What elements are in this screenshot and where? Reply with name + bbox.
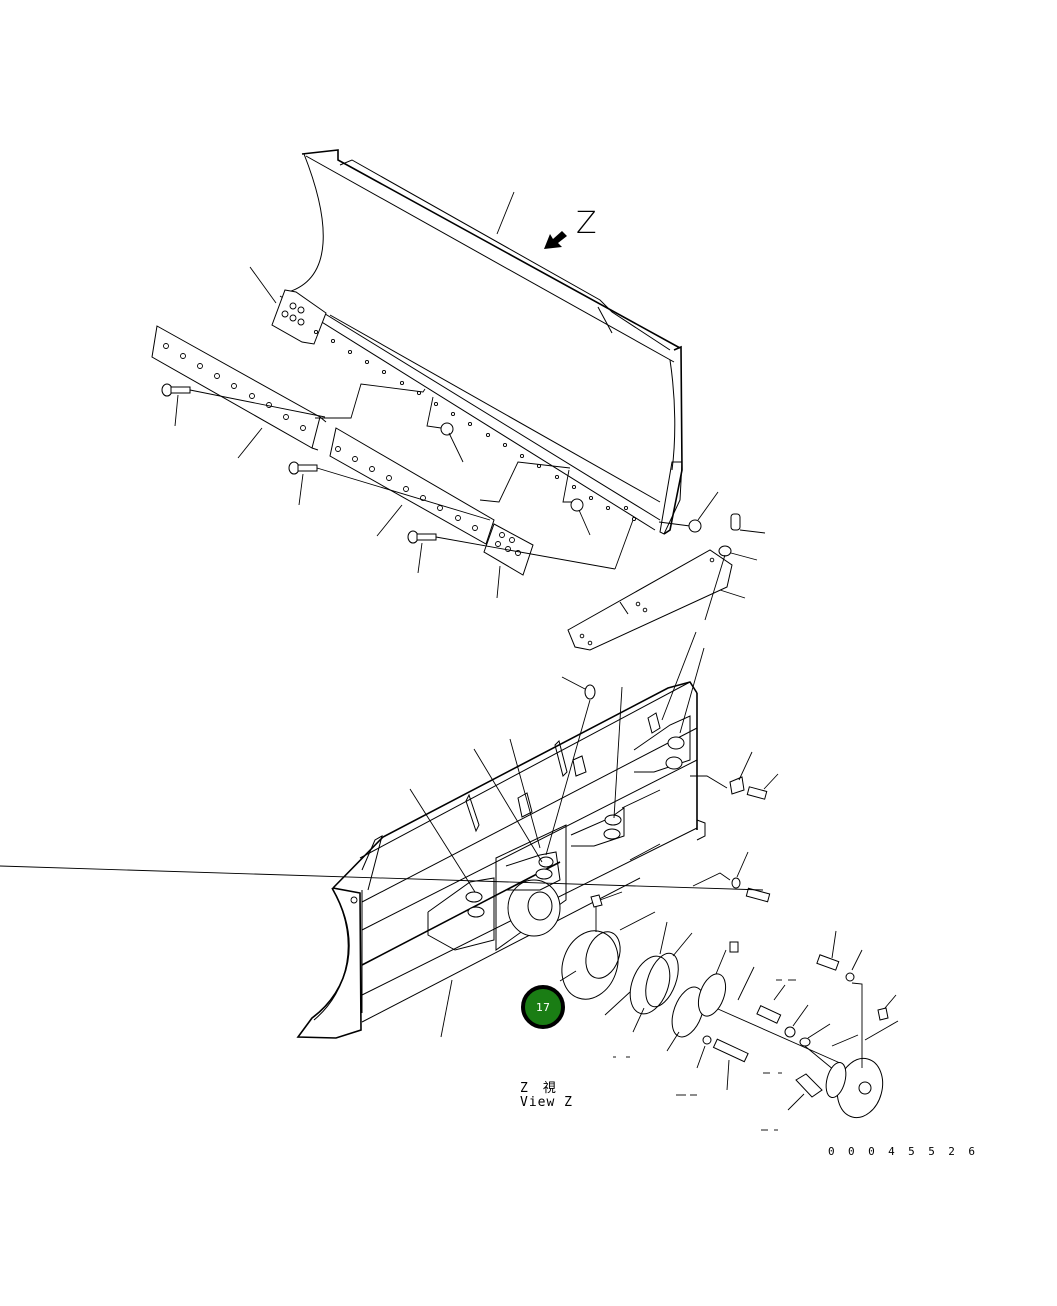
cutting-edge-bolts: [161, 383, 616, 574]
cylinder-bracket-left: [427, 877, 495, 951]
cutting-edge-nuts: [315, 383, 719, 570]
view-direction-arrow-icon: [544, 231, 567, 249]
view-label-english: View Z: [520, 1095, 573, 1110]
view-marker-letter: Z: [576, 206, 597, 241]
cylinder-bracket-top: [633, 715, 691, 773]
callout-number: 17: [536, 1000, 550, 1014]
cylinder-bracket-center: [505, 851, 561, 891]
cutting-edge-left: [151, 325, 327, 459]
blade-frame: [296, 631, 706, 1039]
frame-hardware: [0, 751, 779, 903]
blade-side-plate: [567, 513, 766, 651]
drawing-number: 0 0 0 4 5 5 2 6: [828, 1145, 979, 1158]
callout-badge-17[interactable]: 17: [521, 985, 565, 1029]
shaft-and-hub: [613, 930, 899, 1131]
cap-plates: [666, 949, 727, 1052]
blade-bolt-holes: [313, 329, 637, 522]
blade-assembly: [249, 149, 683, 535]
trunnion-cap[interactable]: [553, 891, 656, 1007]
cutting-edge-middle: [329, 427, 495, 545]
view-label-japanese: Z 視: [520, 1081, 557, 1096]
cylinder-bracket-right: [570, 807, 625, 847]
shims: [604, 921, 693, 1033]
end-bit-right: [483, 523, 534, 599]
